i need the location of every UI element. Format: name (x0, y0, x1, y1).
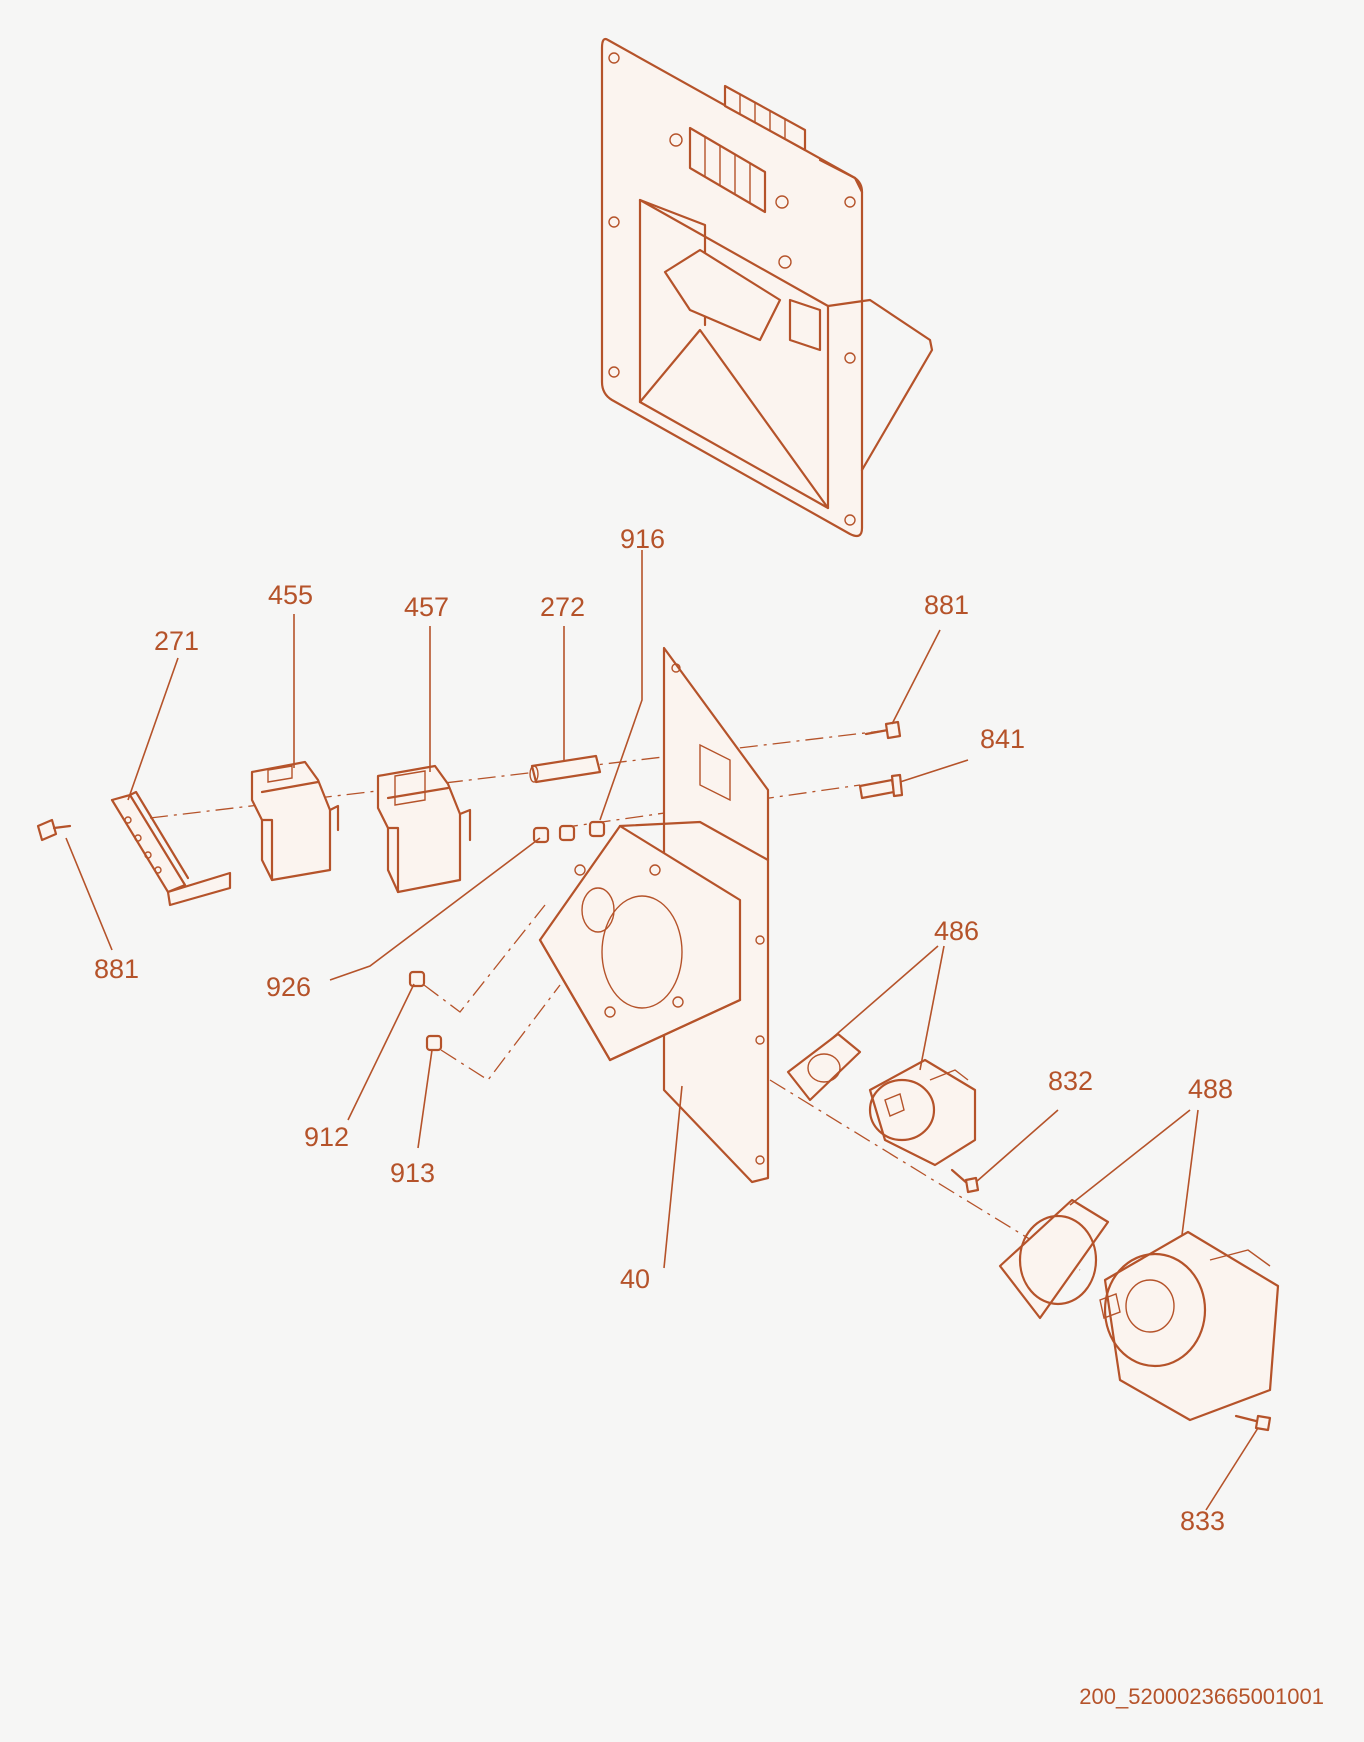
leader-488b (1181, 1109, 1199, 1236)
leader-881-left (65, 837, 113, 951)
leader-916 (599, 550, 643, 821)
nut-axis-913 (440, 984, 561, 1081)
callout-913: 913 (390, 1158, 435, 1188)
leader-881-top (891, 629, 941, 725)
leader-833 (1205, 1427, 1259, 1511)
leader-832 (975, 1109, 1059, 1183)
leader-913 (417, 1049, 433, 1149)
leader-40 (663, 1085, 683, 1269)
assembly-axis-connectors (769, 1079, 1081, 1271)
callout-40: 40 (620, 1264, 650, 1294)
screw-881-left (36, 818, 72, 842)
callout-271: 271 (154, 626, 199, 656)
nut-912 (408, 970, 426, 988)
leader-486a (829, 945, 939, 1041)
callout-916: 916 (620, 524, 665, 554)
screw-881-top (864, 720, 902, 740)
callout-486: 486 (934, 916, 979, 946)
assembly-axis-lower (559, 784, 861, 829)
callout-272: 272 (540, 592, 585, 622)
leader-271 (127, 657, 179, 801)
module-455 (250, 760, 340, 882)
callout-833: 833 (1180, 1506, 1225, 1536)
leader-841 (899, 759, 969, 783)
callout-881-top: 881 (924, 590, 969, 620)
spacer-272 (529, 754, 602, 784)
nut-913 (425, 1034, 443, 1052)
screw-832 (950, 1168, 980, 1194)
callout-841: 841 (980, 724, 1025, 754)
leader-926 (329, 837, 541, 981)
nuts-926-916 (532, 820, 606, 844)
screw-833 (1234, 1414, 1272, 1432)
callout-926: 926 (266, 972, 311, 1002)
leader-486b (919, 945, 945, 1071)
callout-832: 832 (1048, 1066, 1093, 1096)
callout-488: 488 (1188, 1074, 1233, 1104)
connector-488 (998, 1198, 1280, 1422)
screw-841 (858, 773, 904, 800)
terminal-block-top (688, 84, 807, 214)
connector-486 (786, 1032, 977, 1167)
callout-455: 455 (268, 580, 313, 610)
callout-457: 457 (404, 592, 449, 622)
document-code: 200_5200023665001001 (1079, 1684, 1324, 1709)
rail-bracket-271 (110, 790, 232, 907)
leader-912 (347, 983, 415, 1121)
mounting-frame (600, 37, 934, 538)
nut-axis-912 (423, 904, 546, 1013)
leader-488a (1069, 1109, 1191, 1206)
callout-881-left: 881 (94, 954, 139, 984)
callout-912: 912 (304, 1122, 349, 1152)
module-457 (376, 764, 472, 894)
angled-bracket-40 (538, 646, 770, 1184)
